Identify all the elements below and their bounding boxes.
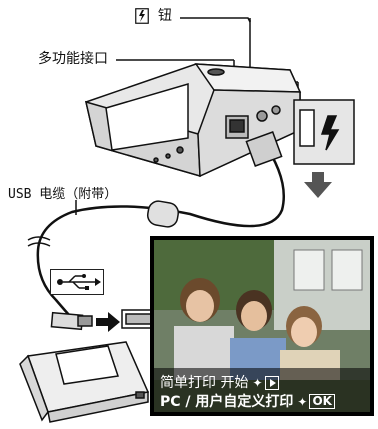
custom-print-label: PC / 用户自定义打印 <box>160 393 294 410</box>
printer-plug <box>50 311 93 331</box>
print-mode-menu: 简单打印 开始 ✦ PC / 用户自定义打印 ✦ OK <box>154 368 370 412</box>
right-arrow <box>96 312 120 332</box>
usb-trident-icon <box>57 274 101 290</box>
flash-button-icon <box>135 8 149 24</box>
printer <box>19 341 150 423</box>
multi-connector-label: 多功能接口 <box>38 51 108 67</box>
direction-arrow-icon: ✦ <box>297 394 308 409</box>
ferrite-core <box>146 200 180 228</box>
usb-cable <box>36 139 286 317</box>
playback-button-icon <box>264 376 279 390</box>
down-arrow <box>304 172 332 198</box>
ok-button-icon: OK <box>309 394 335 409</box>
usb-symbol-box <box>50 269 104 295</box>
custom-print-option[interactable]: PC / 用户自定义打印 ✦ OK <box>160 394 335 409</box>
camera-plug <box>245 131 283 167</box>
flash-button-label: 钮 <box>158 8 172 24</box>
easy-print-label: 简单打印 开始 <box>160 375 249 391</box>
easy-print-option[interactable]: 简单打印 开始 ✦ <box>160 376 279 390</box>
camera-lcd-screen: 简单打印 开始 ✦ PC / 用户自定义打印 ✦ OK <box>150 236 374 416</box>
camera <box>84 63 302 178</box>
cable-break <box>27 236 51 247</box>
usb-cable-label: USB 电缆（附带） <box>8 187 118 202</box>
direction-arrow-icon: ✦ <box>252 376 263 390</box>
connector-door-zoom <box>293 99 355 165</box>
